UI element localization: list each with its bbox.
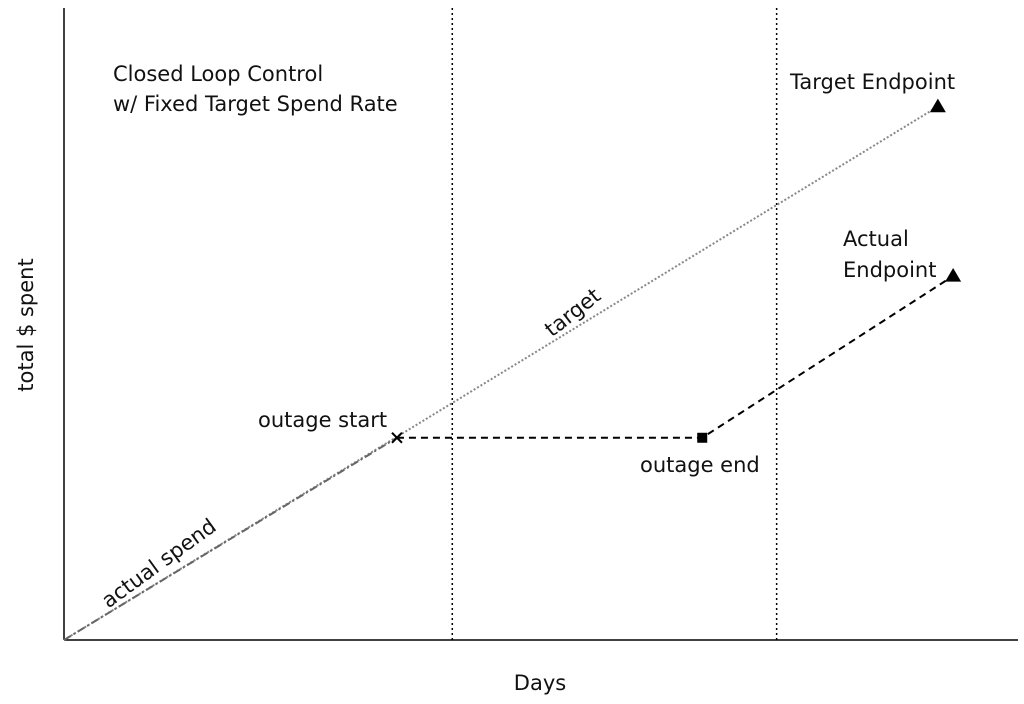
marker-target-endpoint [929, 98, 946, 113]
target-endpoint-label: Target Endpoint [789, 70, 955, 94]
series-line-target [63, 105, 939, 641]
marker-outage-end [697, 432, 708, 443]
marker-outage-start [391, 432, 403, 444]
series-line-actual-after-outage [396, 275, 954, 439]
actual-endpoint-label-line-1: Actual [843, 227, 909, 251]
markers-group [391, 98, 962, 444]
chart-title-line-2: w/ Fixed Target Spend Rate [113, 92, 398, 116]
series-line-actual-spend [63, 436, 398, 641]
x-axis-title: Days [514, 671, 566, 695]
target-line-label: target [540, 283, 605, 341]
outage-end-label: outage end [640, 453, 760, 477]
y-axis-title: total $ spent [14, 258, 38, 391]
marker-actual-endpoint [945, 267, 962, 282]
series-group [63, 105, 954, 641]
chart-title-line-1: Closed Loop Control [113, 62, 323, 86]
actual-endpoint-label-line-2: Endpoint [843, 258, 936, 282]
reference-lines [451, 8, 778, 640]
actual-spend-label: actual spend [97, 514, 220, 613]
outage-start-label: outage start [258, 408, 387, 432]
